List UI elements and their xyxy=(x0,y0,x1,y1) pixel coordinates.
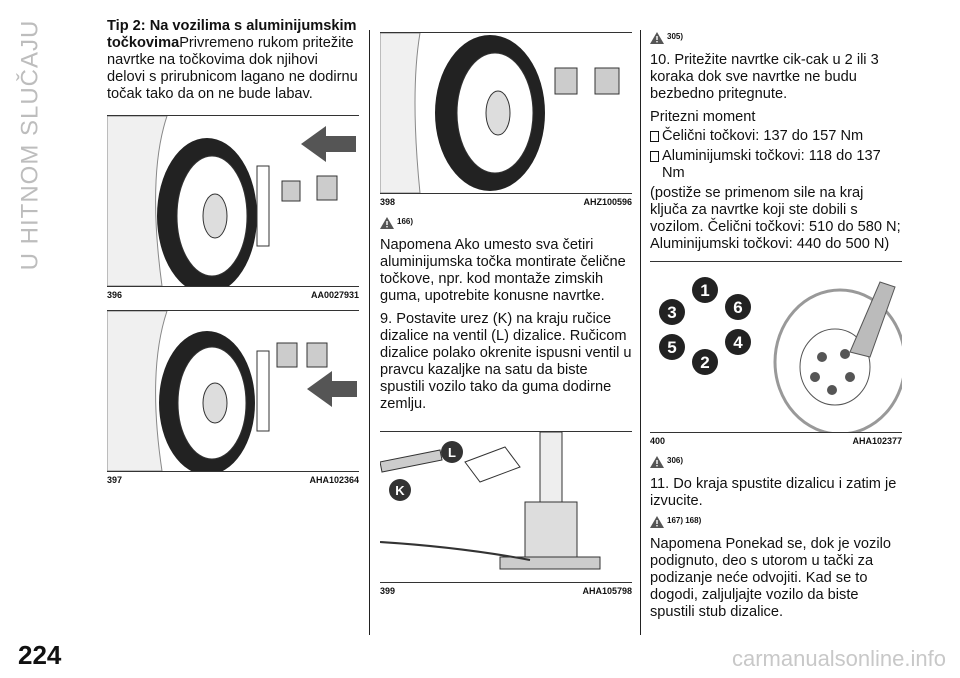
step-9: 9. Postavite urez (K) na kraju ručice di… xyxy=(380,311,632,412)
figure-400: 1 2 3 4 5 6 xyxy=(650,261,907,436)
callout-L-label: L xyxy=(448,445,456,460)
order-number: 5 xyxy=(667,338,676,357)
figure-397 xyxy=(106,310,359,475)
torque-alu-item: Aluminijumski točkovi: 118 do 137 Nm xyxy=(650,148,902,182)
bullet-box-icon xyxy=(650,151,659,162)
figure-396 xyxy=(106,115,359,294)
warning-reference: 306) xyxy=(650,456,902,468)
page-number: 224 xyxy=(18,640,62,670)
step-10: 10. Pritežite navrtke cik-cak u 2 ili 3 … xyxy=(650,52,879,102)
order-number: 6 xyxy=(733,298,742,317)
torque-note: (postiže se primenom sile na kraj ključa… xyxy=(650,185,901,252)
warning-icon xyxy=(650,516,664,528)
warning-reference: 305) xyxy=(650,32,902,44)
figure-399: L K xyxy=(379,431,632,583)
callout-K-label: K xyxy=(395,483,405,498)
order-number: 1 xyxy=(700,281,709,300)
wheel-nut-illustration xyxy=(106,115,356,294)
note-paragraph: Napomena Ako umesto sva četiri aluminiju… xyxy=(380,237,626,304)
tightening-order-illustration: 1 2 3 4 5 6 xyxy=(659,277,907,436)
order-number: 4 xyxy=(733,333,743,352)
note-2-paragraph: Napomena Ponekad se, dok je vozilo podig… xyxy=(650,536,891,620)
tip-paragraph: Tip 2: Na vozilima s aluminijumskim točk… xyxy=(107,18,359,103)
column-1: Tip 2: Na vozilima s aluminijumskim točk… xyxy=(106,18,359,495)
watermark: carmanualsonline.info xyxy=(731,646,946,671)
warning-reference: 166) xyxy=(380,217,632,229)
torque-steel-item: Čelični točkovi: 137 do 157 Nm xyxy=(650,128,902,145)
section-title: U HITNOM SLUČAJU xyxy=(16,19,43,271)
bullet-box-icon xyxy=(650,131,659,142)
torque-heading: Pritezni moment xyxy=(650,109,756,125)
tip-text: Privremeno rukom pritežite navrtke na to… xyxy=(107,35,358,102)
wheel-nut-illustration xyxy=(379,32,620,194)
warning-icon xyxy=(650,456,664,468)
tip-heading: Tip 2: Na vozilima s aluminijumskim točk… xyxy=(107,18,357,51)
jack-valve-illustration: L K xyxy=(379,431,601,570)
column-3: 305) 10. Pritežite navrtke cik-cak u 2 i… xyxy=(650,18,907,627)
callout-K xyxy=(389,479,411,501)
step-11: 11. Do kraja spustite dizalicu i zatim j… xyxy=(650,476,897,509)
column-divider xyxy=(369,30,370,635)
order-number: 2 xyxy=(700,353,709,372)
warning-icon xyxy=(380,217,394,229)
warning-reference: 167) 168) xyxy=(650,516,902,528)
column-divider xyxy=(640,30,641,635)
callout-L xyxy=(441,441,463,463)
figure-398 xyxy=(379,32,632,194)
wheel-nut-illustration xyxy=(106,310,357,475)
order-number: 3 xyxy=(667,303,676,322)
warning-icon xyxy=(650,32,664,44)
